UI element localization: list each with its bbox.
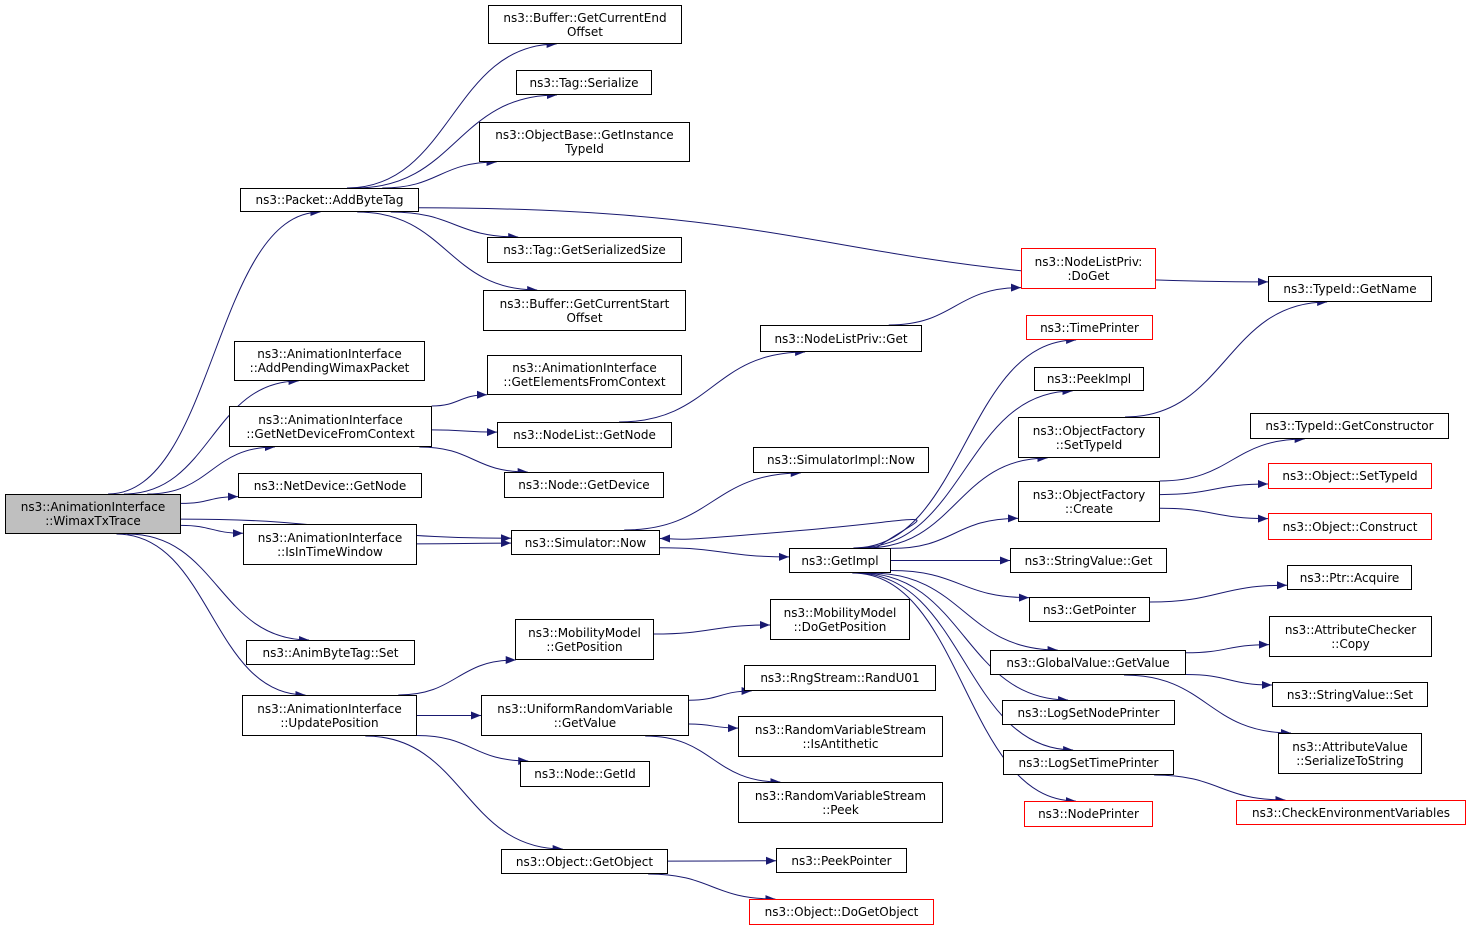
edge-simNow-to-getImpl — [659, 547, 790, 561]
edge-root-to-getNetDev — [147, 443, 275, 495]
edge-getImpl-to-gvGetValue — [870, 572, 1058, 654]
edge-isInTime-to-simNow — [416, 539, 512, 548]
edge-logTime-to-checkEnv — [1154, 774, 1286, 804]
edge-getImpl-to-peekImpl — [857, 387, 1073, 549]
node-attr-ser[interactable]: ns3::AttributeValue ::SerializeToString — [1278, 733, 1422, 774]
edge-getImpl-to-ofSetType — [865, 454, 1048, 549]
edge-updPos-to-objGetObj — [365, 735, 563, 853]
edge-root-to-animSet — [127, 533, 310, 644]
node-node-get-id[interactable]: ns3::Node::GetId — [520, 761, 650, 787]
node-get-impl[interactable]: ns3::GetImpl — [789, 548, 891, 573]
node-anim-set[interactable]: ns3::AnimByteTag::Set — [246, 640, 415, 665]
edge-ofCreate-to-typeGetCtor — [1159, 435, 1305, 482]
edge-nlpGet-to-nlpDoGet — [888, 283, 1022, 326]
node-attr-copy[interactable]: ns3::AttributeChecker ::Copy — [1269, 616, 1432, 657]
node-rng-rand[interactable]: ns3::RngStream::RandU01 — [744, 665, 936, 691]
node-root: ns3::AnimationInterface ::WimaxTxTrace — [5, 494, 181, 534]
edge-gvGetValue-to-attrCopy — [1185, 640, 1270, 654]
edge-getNetDev-to-nodeGetDev — [419, 446, 528, 476]
node-node-get-dev[interactable]: ns3::Node::GetDevice — [504, 472, 664, 498]
node-tag-size[interactable]: ns3::Tag::GetSerializedSize — [487, 237, 682, 263]
node-gv-get-value[interactable]: ns3::GlobalValue::GetValue — [990, 650, 1186, 675]
node-of-create[interactable]: ns3::ObjectFactory ::Create — [1018, 481, 1160, 522]
edge-urvGetValue-to-rngRand — [688, 687, 752, 701]
edge-simNow-to-simImplNow — [624, 469, 801, 531]
edge-root-to-updPos — [116, 533, 306, 699]
edge-getImpl-to-simNow — [659, 519, 918, 549]
node-log-time[interactable]: ns3::LogSetTimePrinter — [1003, 750, 1174, 775]
node-rvs-peek[interactable]: ns3::RandomVariableStream ::Peek — [738, 782, 943, 823]
node-peek-impl[interactable]: ns3::PeekImpl — [1034, 367, 1144, 391]
node-obj-inst[interactable]: ns3::ObjectBase::GetInstance TypeId — [479, 122, 690, 162]
edge-gvGetValue-to-attrSer — [1123, 674, 1291, 737]
node-nl-get-node[interactable]: ns3::NodeList::GetNode — [497, 422, 672, 448]
node-obj-do-get[interactable]: ns3::Object::DoGetObject — [749, 899, 934, 925]
edge-nlGetNode-to-nlpGet — [619, 348, 806, 423]
edge-getPointer-to-ptrAcquire — [1149, 581, 1288, 603]
edge-addByteTag-to-bufEnd — [346, 40, 557, 189]
edge-root-to-ndGetNode — [180, 492, 239, 504]
node-nd-get-node[interactable]: ns3::NetDevice::GetNode — [238, 473, 422, 498]
node-sim-impl-now[interactable]: ns3::SimulatorImpl::Now — [753, 447, 929, 473]
edge-getImpl-to-logNode — [860, 572, 1069, 704]
node-tag-ser[interactable]: ns3::Tag::Serialize — [516, 70, 652, 95]
node-time-printer[interactable]: ns3::TimePrinter — [1026, 315, 1153, 340]
edge-addByteTag-to-tagSer — [355, 91, 557, 189]
edge-mobGetPos-to-mobDoGetPos — [653, 620, 771, 635]
node-peek-ptr[interactable]: ns3::PeekPointer — [776, 848, 907, 873]
node-type-get-name[interactable]: ns3::TypeId::GetName — [1268, 276, 1432, 302]
node-is-in-time[interactable]: ns3::AnimationInterface ::IsInTimeWindow — [243, 524, 417, 565]
node-check-env[interactable]: ns3::CheckEnvironmentVariables — [1236, 800, 1466, 825]
node-get-elems[interactable]: ns3::AnimationInterface ::GetElementsFro… — [487, 355, 682, 395]
node-add-byte-tag[interactable]: ns3::Packet::AddByteTag — [240, 188, 419, 212]
node-buf-end[interactable]: ns3::Buffer::GetCurrentEnd Offset — [488, 5, 682, 44]
edge-addByteTag-to-bufStart — [357, 211, 538, 294]
edge-root-to-addByteTag — [108, 208, 321, 495]
edge-urvGetValue-to-rvsAnti — [688, 723, 739, 733]
node-mob-get-pos[interactable]: ns3::MobilityModel ::GetPosition — [515, 619, 654, 660]
edge-objGetObj-to-objDoGet — [648, 873, 776, 903]
edge-getNetDev-to-getElems — [431, 390, 488, 407]
node-str-get[interactable]: ns3::StringValue::Get — [1010, 548, 1167, 573]
edge-gvGetValue-to-strSet — [1185, 673, 1273, 689]
node-type-get-ctor[interactable]: ns3::TypeId::GetConstructor — [1250, 413, 1449, 439]
node-nlp-get[interactable]: ns3::NodeListPriv::Get — [760, 325, 922, 352]
node-urv-get-value[interactable]: ns3::UniformRandomVariable ::GetValue — [481, 695, 689, 736]
edge-updPos-to-nodeGetId — [416, 735, 529, 765]
edge-root-to-addPending — [123, 377, 299, 495]
node-mob-do-get-pos[interactable]: ns3::MobilityModel ::DoGetPosition — [770, 599, 910, 640]
node-nlp-do-get[interactable]: ns3::NodeListPriv: :DoGet — [1021, 248, 1156, 289]
node-get-net-dev[interactable]: ns3::AnimationInterface ::GetNetDeviceFr… — [229, 406, 432, 447]
edge-updPos-to-mobGetPos — [398, 656, 516, 696]
node-upd-pos[interactable]: ns3::AnimationInterface ::UpdatePosition — [242, 695, 417, 736]
node-node-printer[interactable]: ns3::NodePrinter — [1024, 801, 1153, 827]
node-buf-start[interactable]: ns3::Buffer::GetCurrentStart Offset — [483, 290, 686, 331]
edge-getNetDev-to-nlGetNode — [431, 428, 498, 437]
node-of-set-type[interactable]: ns3::ObjectFactory ::SetTypeId — [1018, 417, 1160, 458]
edge-ofCreate-to-objConstruct — [1159, 507, 1269, 523]
edge-addByteTag-to-objInst — [382, 158, 497, 189]
node-rvs-anti[interactable]: ns3::RandomVariableStream ::IsAntithetic — [738, 716, 943, 757]
node-ptr-acquire[interactable]: ns3::Ptr::Acquire — [1287, 565, 1412, 590]
node-add-pending[interactable]: ns3::AnimationInterface ::AddPendingWima… — [234, 341, 425, 381]
edge-ofSetType-to-typeGetName — [1125, 298, 1328, 418]
edge-urvGetValue-to-rvsPeek — [645, 735, 781, 786]
edge-root-to-isInTime — [180, 524, 244, 538]
edge-ofCreate-to-objSetType — [1159, 480, 1269, 496]
node-str-set[interactable]: ns3::StringValue::Set — [1272, 682, 1428, 707]
node-log-node[interactable]: ns3::LogSetNodePrinter — [1002, 700, 1175, 725]
edge-addByteTag-to-tagSize — [390, 211, 519, 241]
node-get-pointer[interactable]: ns3::GetPointer — [1029, 597, 1150, 622]
edge-getImpl-to-ofCreate — [890, 514, 1019, 549]
edge-getImpl-to-getPointer — [890, 570, 1030, 602]
node-obj-construct[interactable]: ns3::Object::Construct — [1268, 513, 1432, 540]
node-obj-get-obj[interactable]: ns3::Object::GetObject — [501, 849, 668, 874]
edge-getImpl-to-nodePrinter — [852, 572, 1076, 805]
edge-getImpl-to-timePrinter — [853, 336, 1077, 549]
node-obj-set-type[interactable]: ns3::Object::SetTypeId — [1268, 463, 1432, 489]
node-sim-now[interactable]: ns3::Simulator::Now — [511, 530, 660, 555]
edge-getImpl-to-logTime — [855, 572, 1074, 754]
